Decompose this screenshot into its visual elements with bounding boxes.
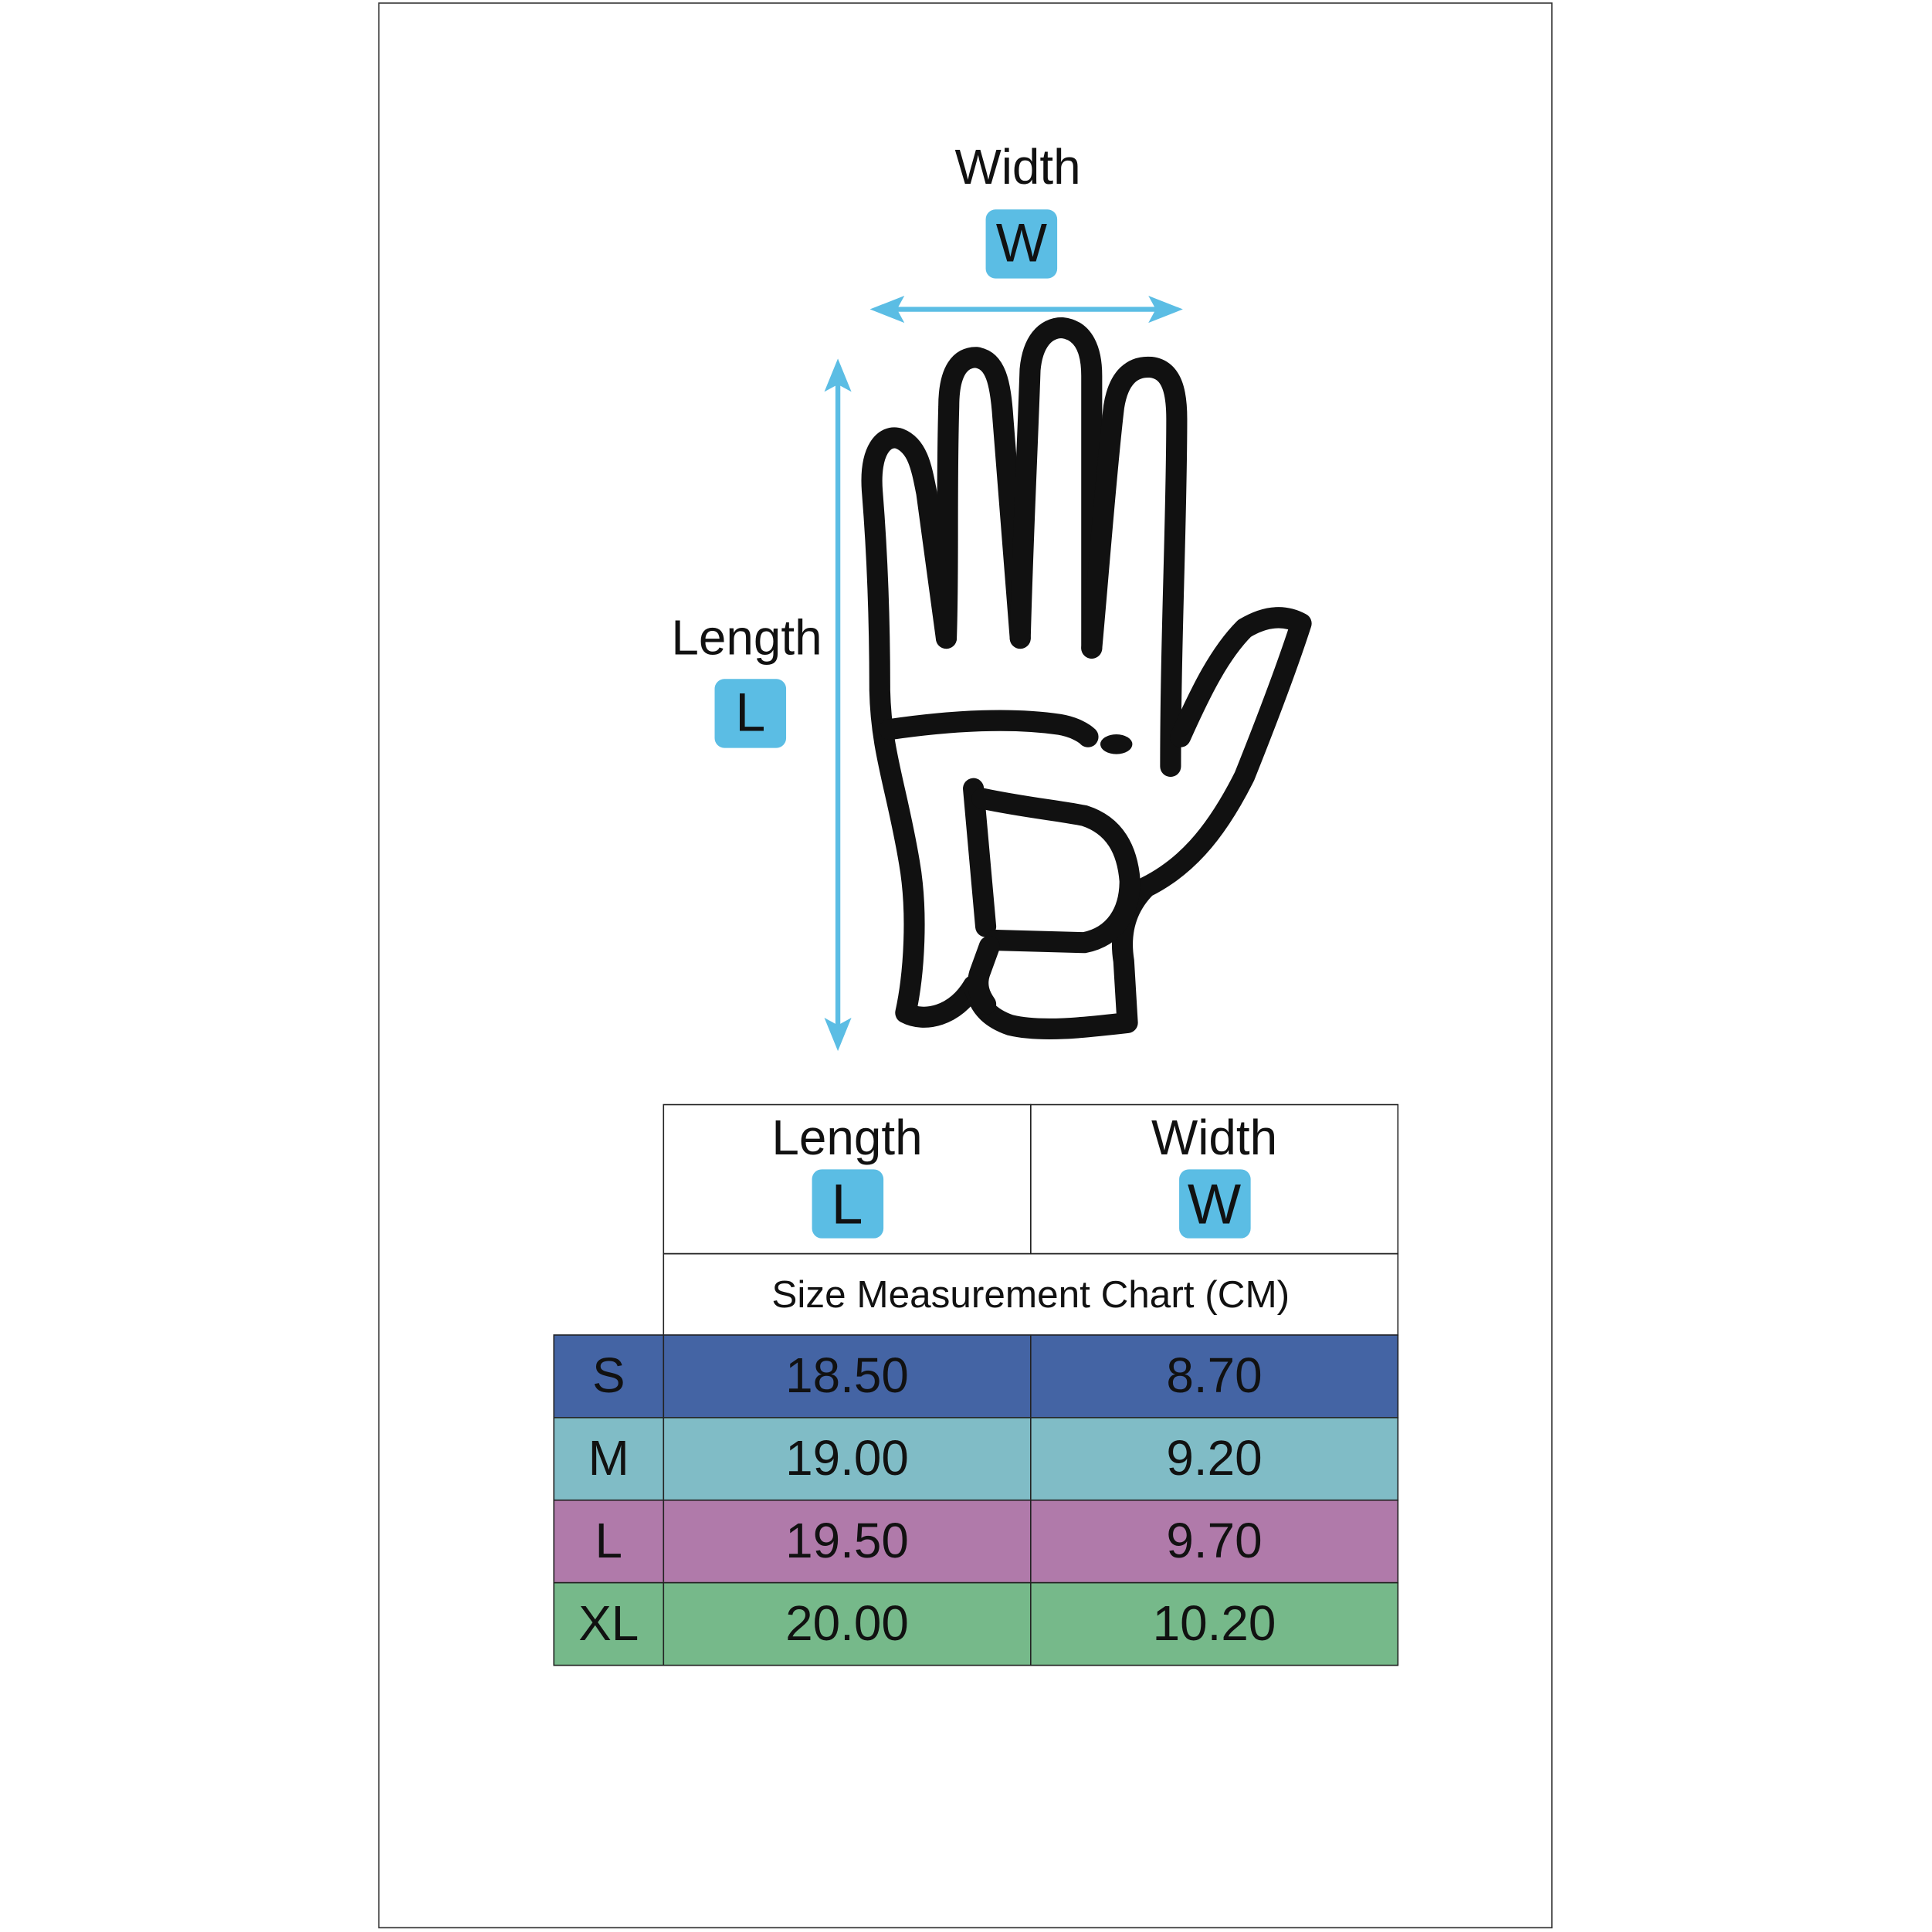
header-width-badge: W bbox=[1178, 1169, 1250, 1239]
header-length-badge: L bbox=[811, 1169, 883, 1239]
width-value-cell: 10.20 bbox=[1030, 1581, 1399, 1666]
length-label: Length bbox=[671, 611, 822, 666]
size-label-cell: M bbox=[553, 1417, 665, 1501]
length-value-cell: 19.00 bbox=[663, 1417, 1032, 1501]
width-value-cell: 9.20 bbox=[1030, 1417, 1399, 1501]
length-badge: L bbox=[714, 679, 787, 748]
page-border bbox=[378, 2, 1553, 1929]
length-value-cell: 18.50 bbox=[663, 1334, 1032, 1418]
length-value-cell: 20.00 bbox=[663, 1581, 1032, 1666]
header-length: Length L bbox=[663, 1103, 1032, 1255]
length-arrow-icon bbox=[824, 358, 852, 1052]
glove-outline-icon bbox=[861, 317, 1312, 1040]
width-value-cell: 9.70 bbox=[1030, 1499, 1399, 1584]
glove-dot-icon bbox=[1100, 734, 1133, 754]
header-width-label: Width bbox=[1151, 1111, 1278, 1166]
width-label: Width bbox=[954, 140, 1081, 195]
size-label-cell: L bbox=[553, 1499, 665, 1584]
header-length-label: Length bbox=[771, 1111, 923, 1166]
size-label-cell: XL bbox=[553, 1581, 665, 1666]
length-value-cell: 19.50 bbox=[663, 1499, 1032, 1584]
header-width: Width W bbox=[1030, 1103, 1399, 1255]
width-badge: W bbox=[985, 209, 1058, 279]
width-value-cell: 8.70 bbox=[1030, 1334, 1399, 1418]
size-label-cell: S bbox=[553, 1334, 665, 1418]
table-subtitle: Size Measurement Chart (CM) bbox=[663, 1252, 1399, 1336]
width-arrow-icon bbox=[869, 295, 1183, 324]
